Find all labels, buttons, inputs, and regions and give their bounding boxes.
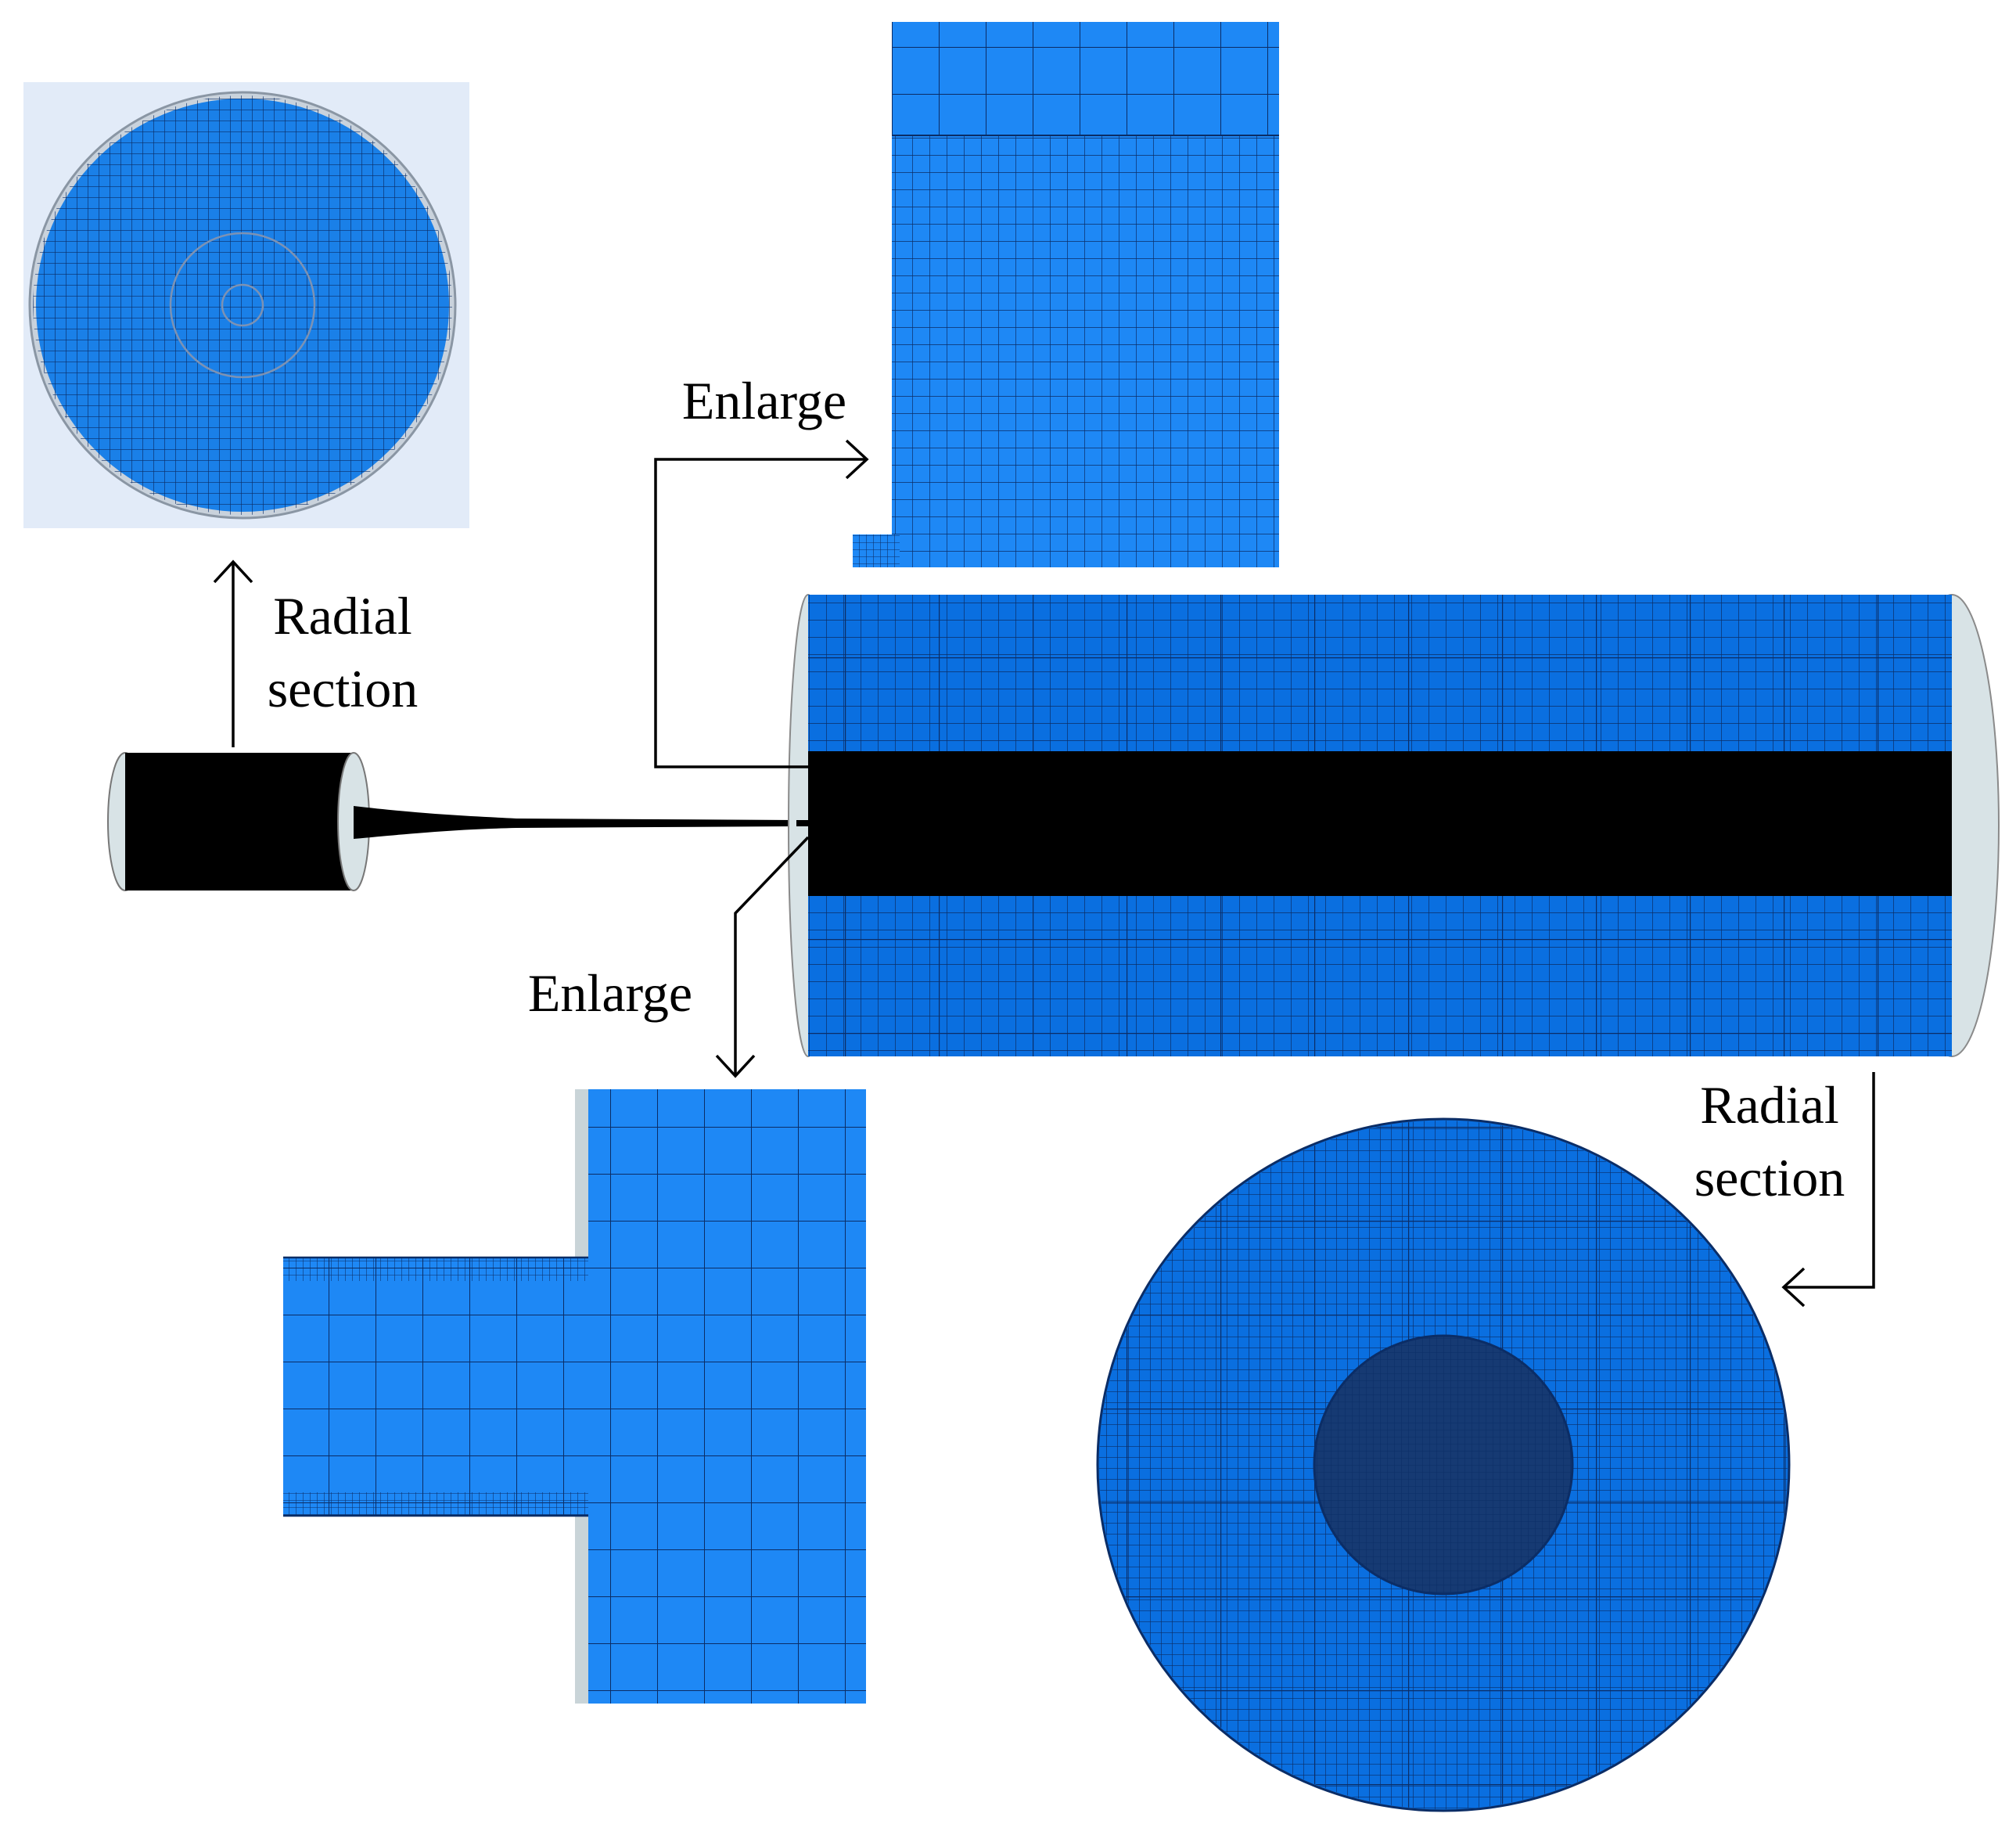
radial-section-bottom-label-line2: section xyxy=(1694,1148,1845,1207)
enlarge-top-arrow xyxy=(654,439,869,768)
radial-section-bottom-arrow xyxy=(1781,1072,1875,1308)
enlarge-bottom-label: Enlarge xyxy=(528,963,692,1023)
enlarge-bottom-arrow xyxy=(715,836,810,1078)
arrow-down-icon xyxy=(715,1054,756,1078)
nozzle-cylinder xyxy=(107,752,798,891)
enlarge-top-inset xyxy=(853,22,1279,567)
enlarge-bottom-inset xyxy=(283,1089,866,1704)
arrow-right-icon xyxy=(845,439,869,480)
radial-section-bottom xyxy=(1096,1117,1791,1812)
jet-connector xyxy=(796,820,812,826)
radial-section-top-label-line1: Radial xyxy=(273,586,412,646)
radial-section-top-panel xyxy=(23,82,469,528)
radial-section-top-label-line2: section xyxy=(268,659,419,718)
radial-section-top-arrow xyxy=(213,559,253,747)
enlarge-top-label: Enlarge xyxy=(682,371,846,430)
radial-section-bottom-label-line1: Radial xyxy=(1700,1075,1839,1135)
arrow-up-icon xyxy=(213,559,253,584)
main-mesh-cylinder xyxy=(788,594,2000,1057)
arrow-left-icon xyxy=(1781,1267,1806,1308)
